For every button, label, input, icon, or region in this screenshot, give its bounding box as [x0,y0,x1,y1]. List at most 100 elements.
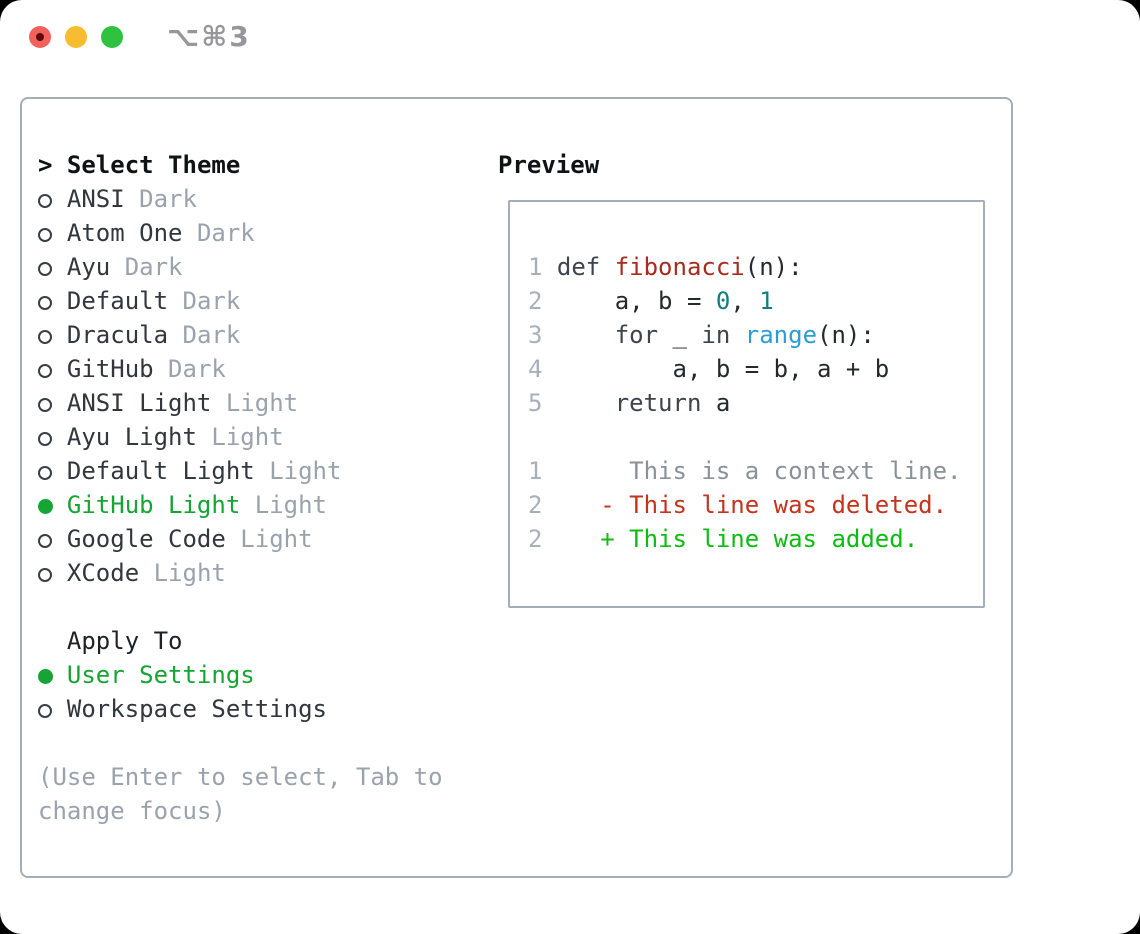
option-label: ANSI [66,185,125,213]
line-number: 2 [528,287,543,315]
option-variant-label: Dark [182,287,241,315]
option-label: Atom One [66,219,183,247]
code-line: 2 - This line was deleted. [528,488,983,522]
option-variant-label: Dark [124,253,183,281]
radio-unselected-icon [38,318,52,352]
code-segment: (n): [744,253,803,281]
code-segment: range [744,321,818,349]
code-segment: a, b = [556,287,716,315]
theme-option[interactable]: Default Dark [38,284,443,318]
code-segment: _ [658,321,702,349]
line-number: 5 [528,389,543,417]
code-line: 5 return a [528,386,983,420]
theme-option[interactable]: Atom One Dark [38,216,443,250]
line-number: 4 [528,355,543,383]
radio-unselected-icon [38,182,52,216]
preview-title: Preview [498,151,600,179]
code-line: 1 def fibonacci(n): [528,250,983,284]
line-number: 1 [528,457,543,485]
code-segment [557,389,615,417]
code-segment [557,525,600,553]
theme-option[interactable]: GitHub Dark [38,352,443,386]
radio-unselected-icon [38,386,52,420]
select-theme-header: > Select Theme [38,148,443,182]
minimize-button[interactable] [65,26,87,48]
theme-option[interactable]: Default Light Light [38,454,443,488]
code-segment [557,321,615,349]
spacer-row [38,590,443,624]
close-button[interactable] [29,26,51,48]
code-line: 4 a, b = b, a + b [528,352,983,386]
code-line: 3 for _ in range(n): [528,318,983,352]
apply-to-list: User Settings Workspace Settings [38,658,443,726]
theme-option[interactable]: Ayu Dark [38,250,443,284]
line-number: 3 [528,321,543,349]
code-segment: - This line was deleted. [600,491,948,519]
option-variant-label: Dark [139,185,197,213]
code-segment: (n): [817,321,875,349]
apply-to-option[interactable]: User Settings [38,658,443,692]
code-segment: 0 [715,287,731,315]
diff-block: 1 This is a context line. 2 - This line w… [528,454,983,556]
hint-line-1: (Use Enter to select, Tab to [38,763,443,791]
code-line: 2 a, b = 0, 1 [528,284,983,318]
theme-option[interactable]: Ayu Light Light [38,420,443,454]
radio-selected-icon [38,488,53,522]
traffic-lights [29,26,123,48]
option-variant-label: Dark [196,219,255,247]
radio-unselected-icon [38,556,52,590]
radio-unselected-icon [38,454,52,488]
window-title: ⌥⌘3 [167,20,251,53]
theme-option[interactable]: ANSI Light Light [38,386,443,420]
theme-option[interactable]: ANSI Dark [38,182,443,216]
option-label: Default [66,287,169,315]
option-label: GitHub [66,355,154,383]
code-segment: for [614,321,659,349]
option-variant-label: Light [269,457,342,485]
option-label: User Settings [66,661,255,689]
theme-option[interactable]: Dracula Dark [38,318,443,352]
code-segment: in [701,321,731,349]
code-segment [557,491,600,519]
option-label: Dracula [66,321,169,349]
option-variant-label: Light [254,491,327,519]
radio-unselected-icon [38,284,52,318]
option-variant-label: Dark [168,355,226,383]
zoom-button[interactable] [101,26,123,48]
radio-unselected-icon [38,692,52,726]
theme-option[interactable]: Google Code Light [38,522,443,556]
code-line: 2 + This line was added. [528,522,983,556]
code-segment: def [556,253,615,281]
radio-unselected-icon [38,420,52,454]
code-segment: return [614,389,702,417]
select-theme-title: Select Theme [66,151,241,179]
line-number: 1 [528,253,543,281]
hint-line-2: change focus) [38,797,226,825]
apply-to-option[interactable]: Workspace Settings [38,692,443,726]
option-variant-label: Dark [182,321,241,349]
apply-to-header: Apply To [66,627,183,655]
radio-unselected-icon [38,250,52,284]
option-label: Google Code [66,525,226,553]
code-segment: a [701,389,731,417]
option-label: Default Light [66,457,255,485]
code-segment: This is a context line. [556,457,962,485]
theme-option[interactable]: GitHub Light Light [38,488,443,522]
option-variant-label: Light [211,423,284,451]
theme-picker-panel: > Select Theme ANSI Dark Atom One Dark A… [20,97,1013,878]
prompt-caret: > [38,151,53,179]
code-segment: a, b = b, a + b [556,355,890,383]
theme-list-column: > Select Theme ANSI Dark Atom One Dark A… [38,148,443,828]
radio-unselected-icon [38,216,52,250]
option-variant-label: Light [225,389,299,417]
theme-option[interactable]: XCode Light [38,556,443,590]
option-label: GitHub Light [66,491,241,519]
option-variant-label: Light [240,525,313,553]
option-label: Ayu [66,253,111,281]
radio-selected-icon [38,658,53,692]
code-segment: , [730,287,760,315]
